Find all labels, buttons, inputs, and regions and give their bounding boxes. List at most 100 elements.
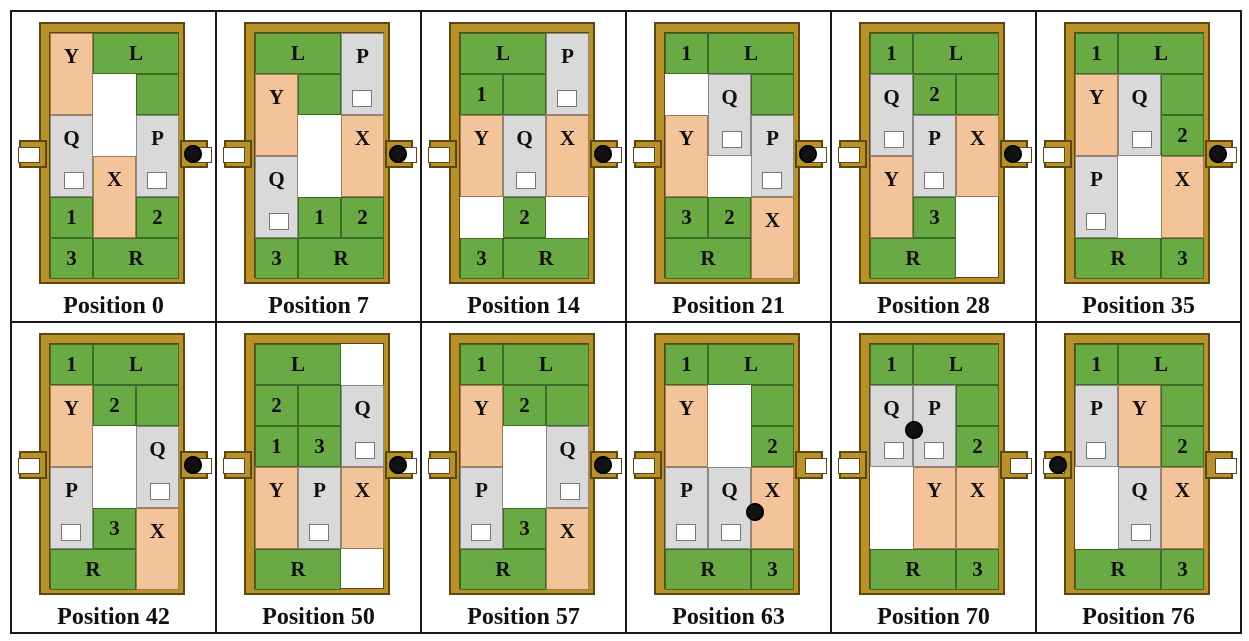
piece-y[interactable]: Y [460,115,503,197]
piece-1[interactable]: 1 [460,74,503,115]
piece-3[interactable]: 3 [460,238,503,279]
piece-filler[interactable] [1161,385,1204,426]
piece-q[interactable]: Q [708,467,751,549]
piece-x[interactable]: X [546,115,589,197]
piece-2[interactable]: 2 [913,74,956,115]
piece-2[interactable]: 2 [136,197,179,238]
piece-l[interactable]: L [708,33,794,74]
piece-filler[interactable] [751,385,794,426]
piece-1[interactable]: 1 [50,197,93,238]
piece-2[interactable]: 2 [751,426,794,467]
piece-3[interactable]: 3 [1161,238,1204,279]
piece-r[interactable]: R [93,238,179,279]
piece-l[interactable]: L [93,33,179,74]
piece-p[interactable]: P [665,467,708,549]
piece-y[interactable]: Y [1118,385,1161,467]
piece-2[interactable]: 2 [1161,426,1204,467]
piece-p[interactable]: P [341,33,384,115]
piece-p[interactable]: P [913,115,956,197]
piece-2[interactable]: 2 [503,197,546,238]
piece-2[interactable]: 2 [708,197,751,238]
piece-l[interactable]: L [93,344,179,385]
piece-q[interactable]: Q [341,385,384,467]
piece-q[interactable]: Q [1118,74,1161,156]
ball-marker[interactable] [905,421,923,439]
piece-1[interactable]: 1 [665,33,708,74]
piece-p[interactable]: P [913,385,956,467]
ball-marker[interactable] [799,145,817,163]
piece-1[interactable]: 1 [50,344,93,385]
piece-1[interactable]: 1 [870,344,913,385]
piece-2[interactable]: 2 [1161,115,1204,156]
piece-3[interactable]: 3 [298,426,341,467]
piece-r[interactable]: R [503,238,589,279]
ball-marker[interactable] [594,145,612,163]
piece-y[interactable]: Y [913,467,956,549]
piece-l[interactable]: L [460,33,546,74]
piece-y[interactable]: Y [255,74,298,156]
piece-l[interactable]: L [913,344,999,385]
piece-1[interactable]: 1 [1075,33,1118,74]
piece-l[interactable]: L [708,344,794,385]
piece-3[interactable]: 3 [751,549,794,590]
piece-x[interactable]: X [1161,467,1204,549]
piece-x[interactable]: X [341,115,384,197]
piece-2[interactable]: 2 [503,385,546,426]
piece-1[interactable]: 1 [870,33,913,74]
ball-marker[interactable] [184,145,202,163]
piece-1[interactable]: 1 [255,426,298,467]
piece-filler[interactable] [298,74,341,115]
piece-3[interactable]: 3 [1161,549,1204,590]
piece-x[interactable]: X [751,197,794,279]
piece-p[interactable]: P [460,467,503,549]
piece-q[interactable]: Q [503,115,546,197]
piece-x[interactable]: X [956,467,999,549]
piece-y[interactable]: Y [460,385,503,467]
piece-q[interactable]: Q [870,74,913,156]
piece-p[interactable]: P [546,33,589,115]
piece-y[interactable]: Y [255,467,298,549]
piece-l[interactable]: L [255,33,341,74]
piece-y[interactable]: Y [665,115,708,197]
piece-r[interactable]: R [50,549,136,590]
piece-r[interactable]: R [1075,238,1161,279]
piece-x[interactable]: X [341,467,384,549]
piece-l[interactable]: L [503,344,589,385]
piece-filler[interactable] [1161,74,1204,115]
piece-l[interactable]: L [1118,33,1204,74]
piece-l[interactable]: L [1118,344,1204,385]
piece-y[interactable]: Y [50,33,93,115]
piece-1[interactable]: 1 [298,197,341,238]
piece-p[interactable]: P [136,115,179,197]
piece-1[interactable]: 1 [460,344,503,385]
piece-r[interactable]: R [298,238,384,279]
ball-marker[interactable] [389,145,407,163]
piece-r[interactable]: R [1075,549,1161,590]
ball-marker[interactable] [389,456,407,474]
piece-q[interactable]: Q [708,74,751,156]
piece-filler[interactable] [751,74,794,115]
piece-filler[interactable] [956,385,999,426]
piece-filler[interactable] [136,74,179,115]
piece-3[interactable]: 3 [665,197,708,238]
piece-q[interactable]: Q [546,426,589,508]
piece-p[interactable]: P [1075,156,1118,238]
piece-1[interactable]: 1 [665,344,708,385]
piece-x[interactable]: X [136,508,179,590]
piece-p[interactable]: P [751,115,794,197]
piece-filler[interactable] [298,385,341,426]
ball-marker[interactable] [184,456,202,474]
piece-filler[interactable] [546,385,589,426]
piece-3[interactable]: 3 [913,197,956,238]
piece-y[interactable]: Y [50,385,93,467]
ball-marker[interactable] [1209,145,1227,163]
piece-3[interactable]: 3 [503,508,546,549]
piece-r[interactable]: R [255,549,341,590]
piece-3[interactable]: 3 [956,549,999,590]
piece-y[interactable]: Y [1075,74,1118,156]
piece-filler[interactable] [956,74,999,115]
piece-x[interactable]: X [956,115,999,197]
piece-y[interactable]: Y [870,156,913,238]
piece-filler[interactable] [503,74,546,115]
piece-q[interactable]: Q [50,115,93,197]
